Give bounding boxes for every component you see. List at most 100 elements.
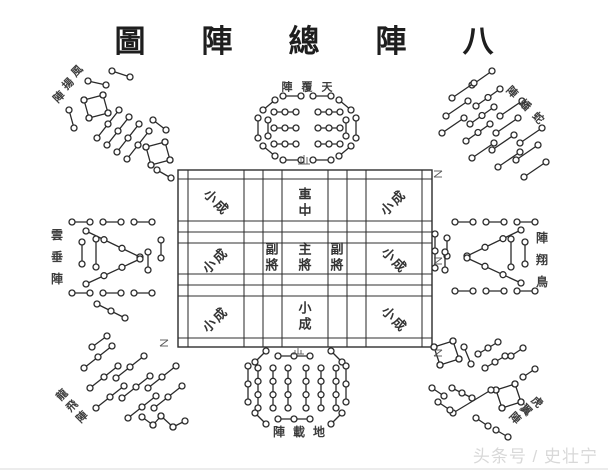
formation-dot [336, 108, 344, 116]
formation-dot [521, 238, 529, 246]
formation-di-zai: 陣載地 [244, 347, 350, 439]
formation-dot [332, 364, 340, 372]
formation-dot [145, 127, 153, 135]
formation-label-char: 鳥 [536, 274, 548, 289]
formation-dot [269, 404, 277, 412]
formation-dot [531, 287, 539, 295]
formation-dot [124, 414, 132, 422]
formation-segment-line [466, 229, 522, 257]
formation-dot [314, 140, 322, 148]
formation-dot [490, 139, 498, 147]
formation-dot [269, 391, 277, 399]
formation-dot [448, 94, 456, 102]
formation-label-char: 垂 [51, 249, 63, 264]
formation-dot [115, 106, 123, 114]
formation-dot [158, 373, 166, 381]
formation-dot [352, 134, 360, 142]
grid-cell-char: 中 [298, 201, 311, 217]
formation-dot [102, 81, 110, 89]
formation-dot [269, 377, 277, 385]
formation-dot [94, 353, 102, 361]
grid-cell-char: 小 [298, 302, 311, 317]
formation-dot [103, 141, 111, 149]
formation-dot [347, 142, 355, 150]
formation-dot [342, 116, 350, 124]
formation-segment-line [495, 117, 519, 134]
formation-dot [148, 218, 156, 226]
formation-dot [86, 218, 94, 226]
formation-dot [152, 392, 160, 400]
formation-dot [336, 124, 344, 132]
formation-dot [164, 393, 172, 401]
formation-label-char: 陣 [282, 80, 293, 94]
formation-dot [290, 352, 298, 360]
formation-dot [484, 93, 492, 102]
formation-dot [481, 243, 489, 251]
formation-dot [68, 289, 76, 297]
formation-dot [93, 134, 101, 142]
formation-dot [499, 271, 507, 279]
formation-dot [463, 254, 471, 262]
formation-dot [254, 364, 262, 372]
formation-dot [120, 382, 128, 390]
formation-dot [478, 111, 486, 120]
grid-cell-label: 副將 [265, 243, 278, 274]
formation-dot [269, 364, 277, 372]
diagram-title: 圖陣總陣八 [114, 24, 550, 60]
formation-dot [325, 108, 333, 116]
formation-dot [292, 108, 300, 116]
formation-feng-yang: 風揚陣 [50, 63, 175, 182]
formation-dot [274, 352, 282, 360]
formation-tian-fu: 陣覆天 [254, 80, 360, 164]
formation-dot [138, 413, 146, 421]
formation-dot [113, 148, 121, 156]
formation-dot [123, 155, 131, 163]
formation-dot [271, 96, 279, 104]
formation-dot [284, 404, 292, 412]
formation-label-char: 蛇 [530, 109, 548, 127]
formation-label-char: 翔 [535, 252, 548, 267]
formation-dot [65, 106, 73, 114]
formation-dot [510, 131, 518, 139]
formation-segment-line [445, 100, 469, 117]
formation-dot [325, 140, 333, 148]
formation-dot [449, 337, 457, 345]
formation-dot [482, 218, 490, 226]
formation-dot [270, 124, 278, 132]
formation-dot [244, 362, 252, 370]
grid-cell-label: 中軍 [298, 185, 311, 217]
formation-dot [157, 236, 165, 244]
formation-dot [531, 365, 539, 373]
formation-dot [306, 415, 314, 423]
formation-dot [517, 279, 525, 287]
formation-dot [338, 409, 346, 417]
formation-dot [521, 260, 529, 268]
formation-dot [325, 124, 333, 132]
formation-dot [132, 383, 140, 391]
formation-dot [78, 238, 86, 246]
formation-dot [327, 156, 335, 164]
formation-dot [166, 156, 174, 164]
formation-segment-line [451, 82, 475, 99]
formation-dot [292, 140, 300, 148]
formation-dot [512, 156, 520, 164]
formation-dot [157, 254, 165, 262]
formation-dot [281, 108, 289, 116]
formation-dot [309, 92, 317, 100]
formation-dot [342, 362, 350, 370]
formation-dot [474, 350, 482, 358]
formation-dot [438, 129, 446, 137]
formation-dot [135, 120, 143, 128]
formation-dot [118, 394, 126, 402]
formation-segment-line [499, 100, 523, 117]
formation-dot [327, 347, 335, 355]
formation-dot [460, 343, 468, 351]
formation-dot [78, 260, 86, 268]
formation-dot [507, 352, 515, 360]
formation-dot [451, 287, 459, 295]
tiny-markers [159, 155, 443, 357]
formation-dot [314, 108, 322, 116]
formation-dot [317, 404, 325, 412]
grid-cell-char: 成 [298, 317, 311, 333]
formation-dot [259, 106, 267, 114]
